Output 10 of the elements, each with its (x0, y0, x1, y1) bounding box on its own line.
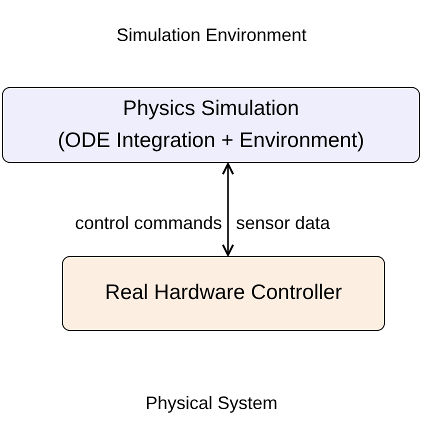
process-box (62, 256, 385, 331)
double-arrow (222, 163, 234, 256)
box-text: Real Hardware Controller (105, 280, 342, 306)
diagram-caption: Physical System (144, 392, 279, 415)
arrow-label: control commands (74, 212, 222, 235)
arrow-label: sensor data (236, 212, 330, 235)
box-text: (ODE Integration + Environment) (58, 128, 364, 154)
box-text: Physics Simulation (122, 96, 300, 122)
process-box (2, 87, 420, 163)
diagram-title: Simulation Environment (115, 24, 308, 47)
